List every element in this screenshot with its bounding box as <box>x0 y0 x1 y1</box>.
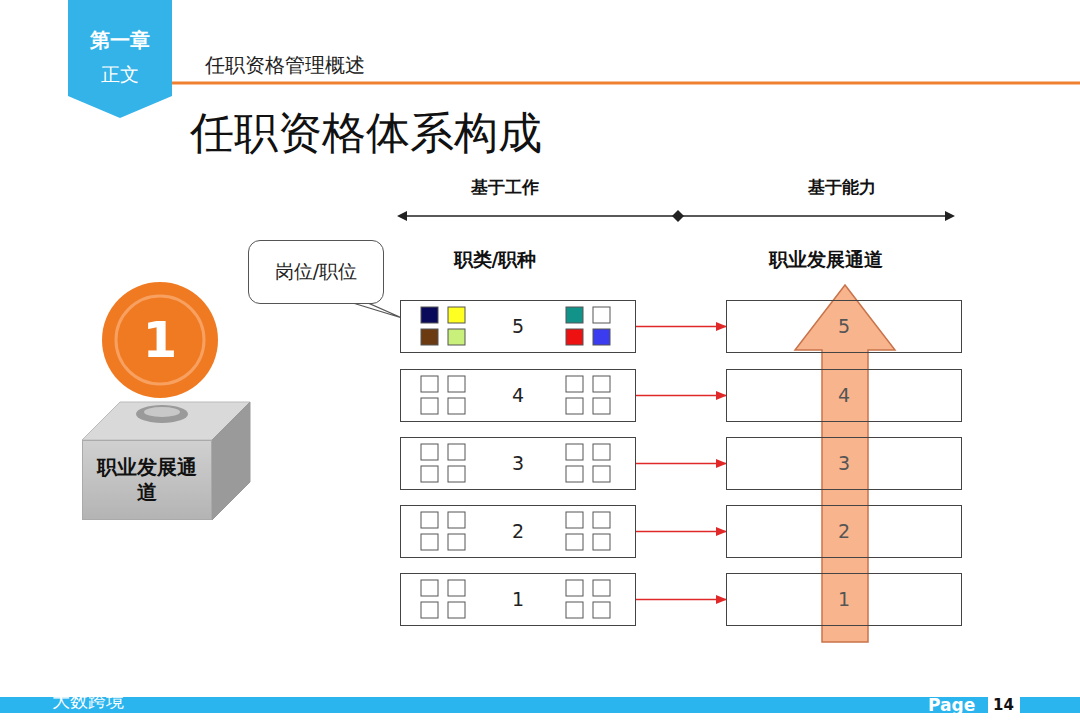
position-square <box>566 398 583 414</box>
pedestal-box: 职业发展通道 <box>82 440 212 520</box>
career-level-box: 2 <box>726 505 962 558</box>
mapping-arrow <box>636 395 726 397</box>
growth-arrow <box>795 285 895 642</box>
position-square <box>448 444 465 460</box>
scope-arrowhead <box>945 211 955 221</box>
position-square <box>566 376 583 392</box>
position-square <box>593 307 610 323</box>
chapter-tab: 第一章正文 <box>68 0 172 118</box>
node-text: 1 <box>512 588 524 612</box>
callout-number: 1 <box>143 309 178 372</box>
slide-title: 任职资格体系构成 <box>190 104 542 163</box>
position-square <box>421 580 438 596</box>
node-text: 岗位/职位 <box>275 260 357 284</box>
page-number: 14 <box>993 697 1014 714</box>
position-square <box>566 512 583 528</box>
position-square <box>448 512 465 528</box>
page-word: Page <box>928 696 975 715</box>
position-square <box>593 329 610 345</box>
job-level-box: 4 <box>400 369 636 422</box>
section-subtitle: 任职资格管理概述 <box>205 54 365 76</box>
mapping-arrow <box>636 463 726 465</box>
position-square <box>421 444 438 460</box>
position-square <box>421 466 438 482</box>
position-square <box>448 580 465 596</box>
column-heading: 职类/职种 <box>454 249 537 270</box>
scope-arrowhead <box>397 211 407 221</box>
position-square <box>421 512 438 528</box>
scope-divider <box>672 210 684 222</box>
position-square <box>593 580 610 596</box>
position-square <box>448 534 465 550</box>
tab-shape <box>68 0 172 118</box>
node-text: 4 <box>512 384 524 408</box>
position-square <box>421 329 438 345</box>
header-line <box>172 82 1080 85</box>
position-square <box>448 307 465 323</box>
mapping-arrow <box>636 599 726 601</box>
job-level-box: 1 <box>400 573 636 626</box>
position-square <box>593 602 610 618</box>
position-square <box>421 307 438 323</box>
position-square <box>566 444 583 460</box>
position-square <box>421 534 438 550</box>
position-square <box>593 466 610 482</box>
position-square <box>566 307 583 323</box>
node-text: 4 <box>838 384 850 408</box>
position-square <box>593 444 610 460</box>
node-text: 职业发展通道 <box>97 455 197 505</box>
position-square <box>448 398 465 414</box>
position-square <box>448 329 465 345</box>
circle-ring <box>116 296 204 384</box>
node-text: 第一章 <box>90 28 150 53</box>
axis-label: 基于能力 <box>808 178 876 197</box>
career-level-box: 3 <box>726 437 962 490</box>
job-level-box: 3 <box>400 437 636 490</box>
position-square <box>421 376 438 392</box>
node-text: 5 <box>512 315 524 339</box>
mapping-arrow <box>636 531 726 533</box>
tab-shape <box>68 0 172 118</box>
node-text: 5 <box>838 315 850 339</box>
position-square <box>593 534 610 550</box>
position-square <box>593 512 610 528</box>
callout-bubble: 岗位/职位 <box>248 240 384 304</box>
node-text: 3 <box>512 452 524 476</box>
pedestal-socket <box>144 407 180 417</box>
position-square <box>593 398 610 414</box>
career-level-box: 4 <box>726 369 962 422</box>
position-square <box>421 602 438 618</box>
career-level-box: 5 <box>726 300 962 353</box>
position-square <box>421 398 438 414</box>
circle-shape <box>102 282 218 398</box>
pedestal-side <box>212 402 250 520</box>
node-text: 1 <box>838 588 850 612</box>
position-square <box>448 602 465 618</box>
position-square <box>566 580 583 596</box>
pedestal-socket <box>136 405 188 423</box>
node-text: 2 <box>838 520 850 544</box>
job-level-box: 5 <box>400 300 636 353</box>
position-square <box>566 466 583 482</box>
position-square <box>593 376 610 392</box>
node-text: 2 <box>512 520 524 544</box>
mapping-arrow <box>636 326 726 328</box>
node-text: 正文 <box>101 63 139 87</box>
position-square <box>448 466 465 482</box>
job-level-box: 2 <box>400 505 636 558</box>
position-square <box>566 602 583 618</box>
career-level-box: 1 <box>726 573 962 626</box>
watermark: 大数跨境 <box>52 691 124 711</box>
node-text: 3 <box>838 452 850 476</box>
position-square <box>566 329 583 345</box>
number-circle: 1 <box>102 282 218 398</box>
axis-label: 基于工作 <box>471 178 539 197</box>
position-square <box>566 534 583 550</box>
footer-bar <box>0 697 1080 713</box>
column-heading: 职业发展通道 <box>769 249 883 270</box>
page-number-patch <box>988 693 1020 717</box>
position-square <box>448 376 465 392</box>
